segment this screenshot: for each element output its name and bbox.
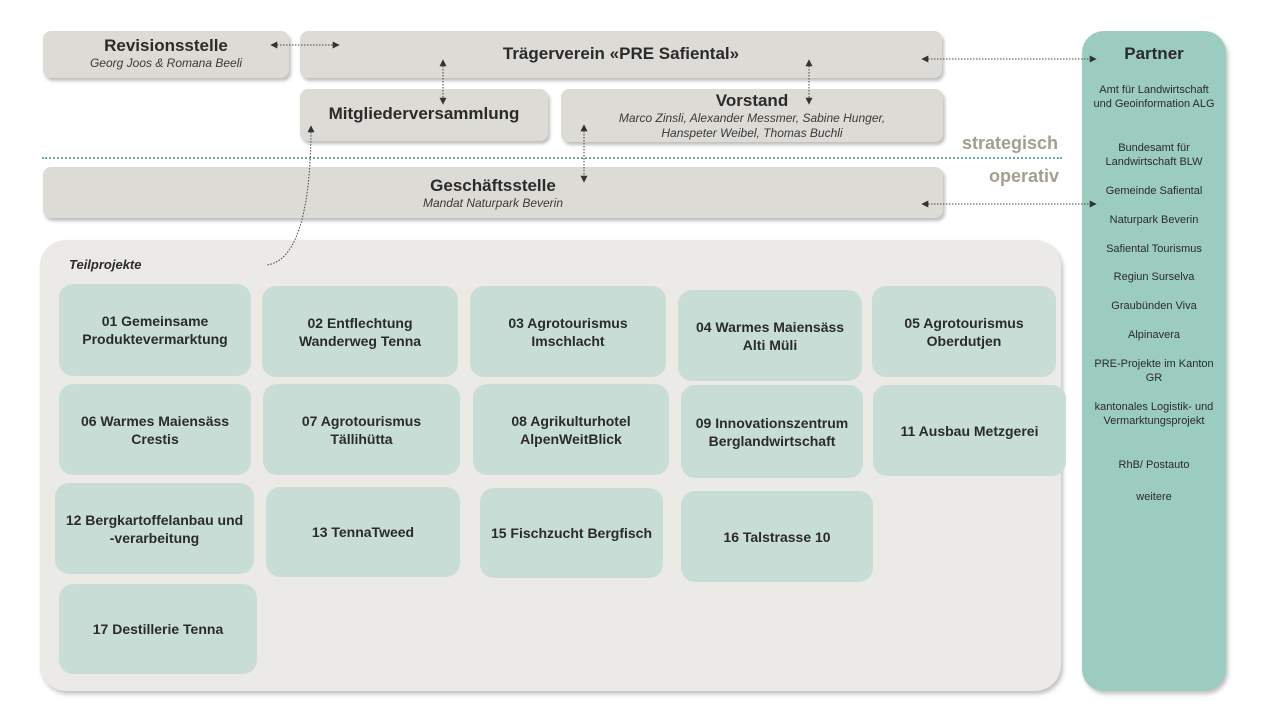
level-operativ: operativ bbox=[989, 166, 1060, 186]
project-06: 06 Warmes Maiensäss Crestis bbox=[59, 384, 251, 475]
partner-item: Graubünden Viva bbox=[1111, 300, 1197, 312]
geschaeftsstelle-title: Geschäftsstelle bbox=[430, 176, 556, 195]
project-05: 05 Agrotourismus Oberdutjen bbox=[872, 286, 1056, 377]
revisionsstelle-box: Revisionsstelle Georg Joos & Romana Beel… bbox=[43, 31, 289, 78]
geschaeftsstelle-box: Geschäftsstelle Mandat Naturpark Beverin bbox=[43, 167, 943, 218]
revisionsstelle-subtitle: Georg Joos & Romana Beeli bbox=[89, 56, 243, 70]
partner-item: Bundesamt für Landwirtschaft BLW bbox=[1105, 142, 1203, 168]
project-15: 15 Fischzucht Bergfisch bbox=[480, 488, 663, 578]
project-02: 02 Entflechtung Wanderweg Tenna bbox=[262, 286, 458, 377]
project-01: 01 Gemeinsame Produktevermarktung bbox=[59, 284, 251, 376]
project-11: 11 Ausbau Metzgerei bbox=[873, 385, 1066, 476]
traegerverein-title: Trägerverein «PRE Safiental» bbox=[502, 44, 740, 63]
partner-item: RhB/ Postauto bbox=[1118, 459, 1190, 471]
partner-item: Regiun Surselva bbox=[1113, 271, 1195, 283]
vorstand-box: Vorstand Marco Zinsli, Alexander Messmer… bbox=[561, 89, 943, 142]
mitglieder-teilprojekte-connector bbox=[265, 125, 315, 266]
partner-item: Amt für Landwirtschaft und Geoinformatio… bbox=[1093, 84, 1215, 110]
project-08: 08 Agrikulturhotel AlpenWeitBlick bbox=[473, 384, 669, 475]
revisionsstelle-title: Revisionsstelle bbox=[104, 36, 228, 55]
strategic-operative-divider bbox=[42, 157, 1062, 159]
project-09: 09 Innovationszentrum Berglandwirtschaft bbox=[681, 385, 863, 478]
partner-panel bbox=[1082, 31, 1226, 691]
mitgliederversammlung-box: Mitgliederversammlung bbox=[300, 89, 548, 141]
mitgliederversammlung-title: Mitgliederversammlung bbox=[328, 104, 520, 123]
partner-item: Naturpark Beverin bbox=[1109, 214, 1199, 226]
project-13: 13 TennaTweed bbox=[266, 487, 460, 577]
traegerverein-box: Trägerverein «PRE Safiental» bbox=[300, 31, 942, 78]
partner-item: Alpinavera bbox=[1128, 329, 1180, 341]
project-04: 04 Warmes Maiensäss Alti Müli bbox=[678, 290, 862, 381]
vorstand-title: Vorstand bbox=[715, 91, 789, 110]
project-16: 16 Talstrasse 10 bbox=[681, 491, 873, 582]
project-03: 03 Agrotourismus Imschlacht bbox=[470, 286, 666, 377]
geschaeftsstelle-subtitle: Mandat Naturpark Beverin bbox=[422, 196, 564, 210]
vorstand-members-line2: Hanspeter Weibel, Thomas Buchli bbox=[661, 126, 843, 140]
project-12: 12 Bergkartoffelanbau und -verarbeitung bbox=[55, 483, 254, 574]
partner-title: Partner bbox=[1124, 44, 1184, 63]
partner-item: Safiental Tourismus bbox=[1106, 243, 1202, 255]
partner-item: PRE-Projekte im Kanton GR bbox=[1094, 358, 1214, 384]
project-17: 17 Destillerie Tenna bbox=[59, 584, 257, 674]
project-07: 07 Agrotourismus Tällihütta bbox=[263, 384, 460, 475]
partner-item: weitere bbox=[1136, 491, 1172, 503]
vorstand-members-line1: Marco Zinsli, Alexander Messmer, Sabine … bbox=[618, 111, 886, 125]
level-strategisch: strategisch bbox=[962, 133, 1059, 153]
partner-item: kantonales Logistik- und Vermarktungspro… bbox=[1094, 401, 1214, 427]
teilprojekte-title: Teilprojekte bbox=[69, 257, 142, 272]
partner-item: Gemeinde Safiental bbox=[1105, 185, 1203, 197]
